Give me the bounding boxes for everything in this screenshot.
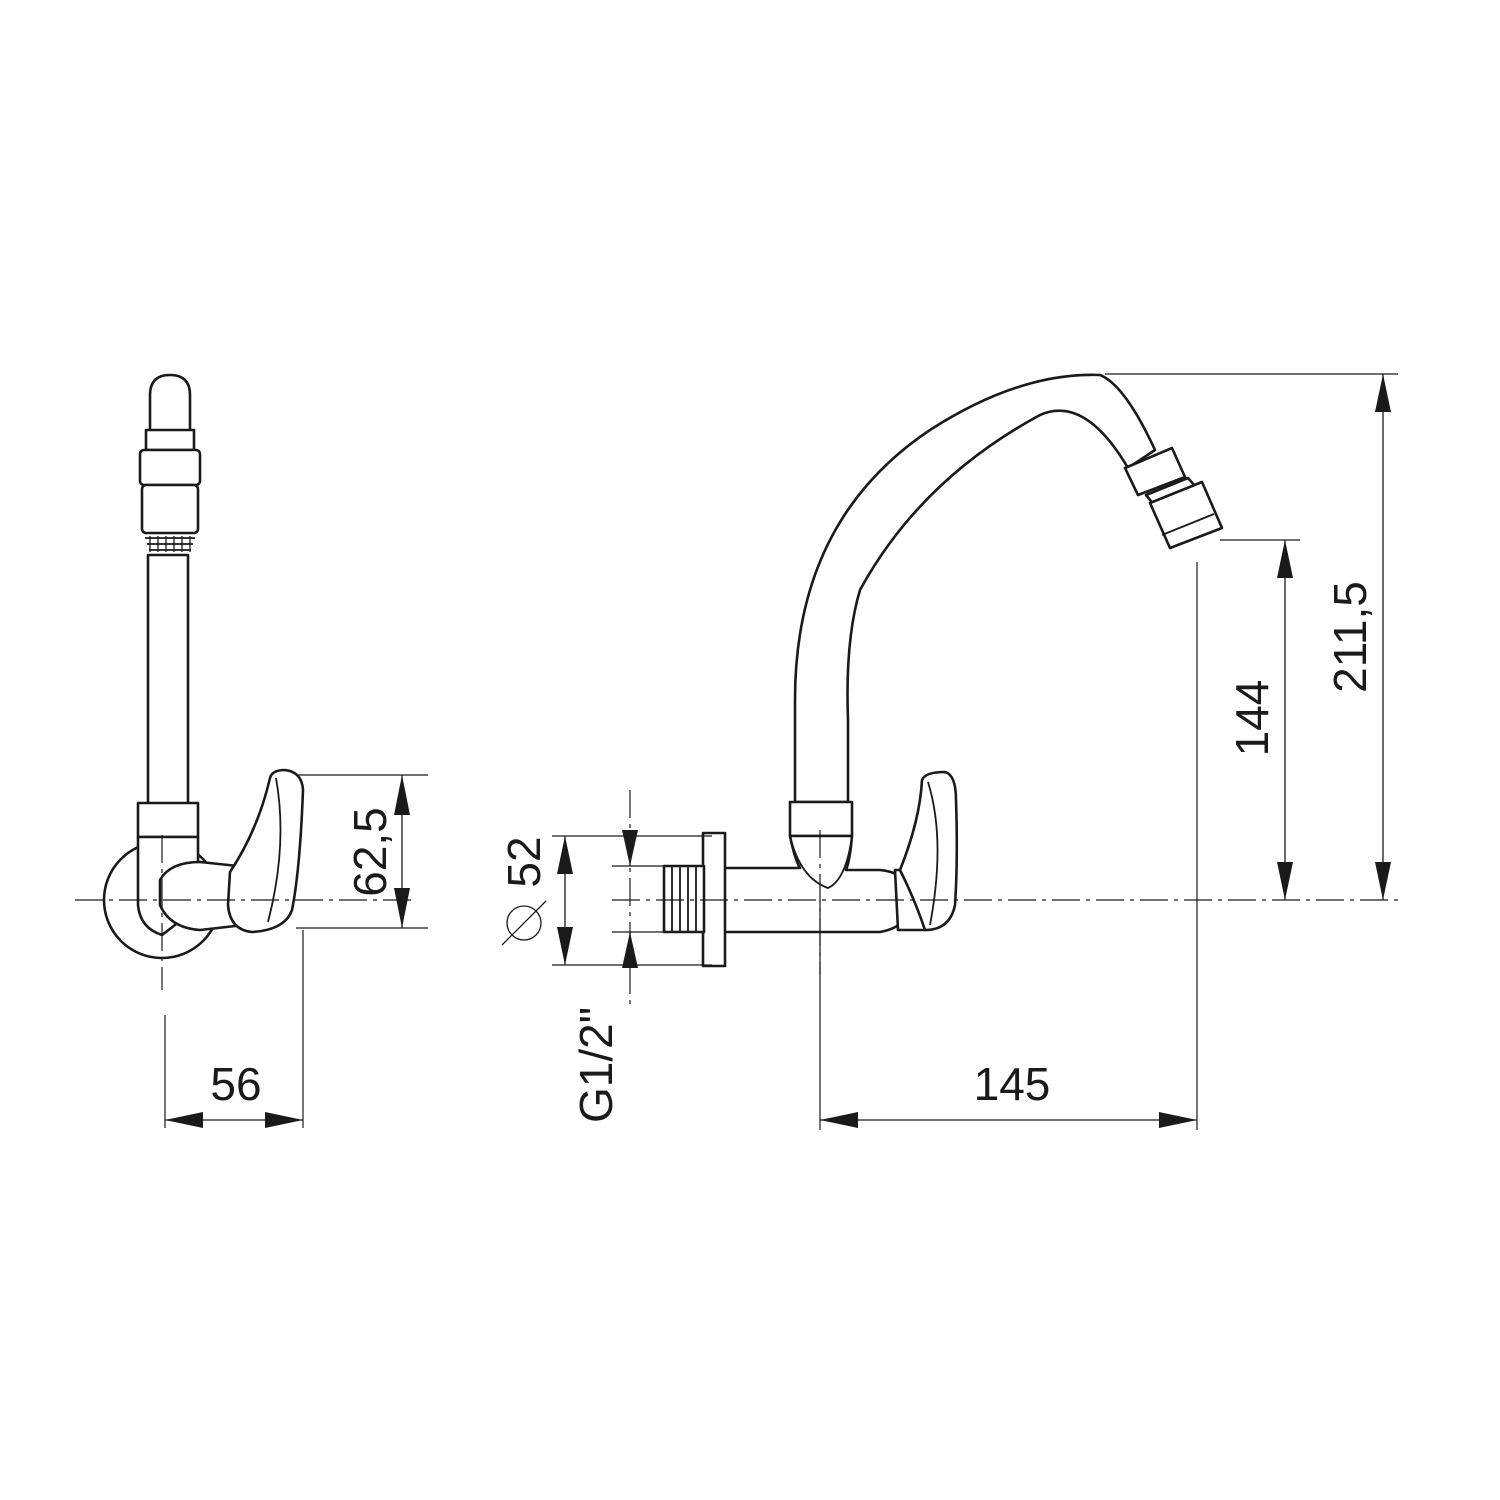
front-thread-connector bbox=[662, 864, 706, 934]
label-side-width: 56 bbox=[210, 1058, 261, 1110]
front-valve-body bbox=[713, 834, 917, 934]
front-spout-pipe bbox=[793, 373, 1157, 804]
side-valve-collar bbox=[136, 801, 200, 839]
dim-spout-reach: 145 bbox=[819, 562, 1198, 1130]
front-thread-lines bbox=[671, 866, 697, 932]
side-spout-collar bbox=[144, 428, 196, 452]
front-aerator-outlet bbox=[1148, 480, 1224, 550]
dim-thread: G1/2" bbox=[570, 830, 664, 1123]
side-riser-pipe bbox=[146, 553, 190, 807]
label-spout-reach: 145 bbox=[974, 1058, 1051, 1110]
diameter-symbol bbox=[501, 900, 547, 946]
dim-outlet-height: 144 bbox=[1220, 539, 1300, 900]
side-spout-tip bbox=[148, 373, 192, 447]
side-view bbox=[75, 373, 415, 990]
front-view bbox=[612, 373, 1400, 1010]
side-handle-lever bbox=[226, 768, 305, 934]
side-aerator-ring bbox=[138, 448, 202, 487]
label-total-height: 211,5 bbox=[1324, 581, 1376, 693]
front-body-scoop bbox=[789, 835, 853, 889]
side-handle-ridge bbox=[267, 777, 282, 923]
dim-side-width: 56 bbox=[164, 930, 304, 1128]
dim-flange-diameter: 52 bbox=[498, 835, 712, 966]
front-aerator-nut bbox=[1123, 446, 1187, 497]
dim-total-height: 211,5 bbox=[1105, 373, 1398, 900]
side-aerator-body bbox=[140, 483, 200, 535]
label-flange-diameter: 52 bbox=[498, 836, 550, 887]
side-aerator-mesh bbox=[145, 536, 195, 552]
front-riser-collar bbox=[788, 800, 854, 838]
front-handle-ridge bbox=[927, 781, 939, 926]
label-thread-size: G1/2" bbox=[570, 1007, 622, 1123]
front-handle-lever bbox=[898, 770, 959, 932]
dim-side-height: 62,5 bbox=[296, 774, 428, 929]
label-side-height: 62,5 bbox=[344, 807, 396, 897]
label-outlet-height: 144 bbox=[1226, 680, 1278, 757]
